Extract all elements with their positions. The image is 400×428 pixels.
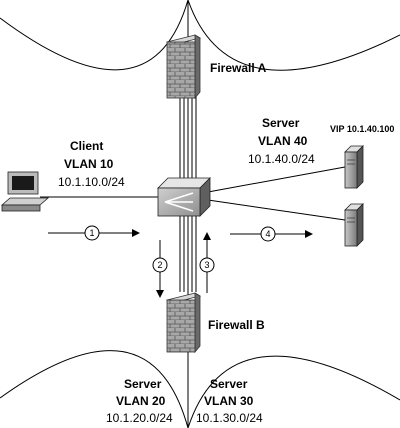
flow-step-1-arrowhead	[132, 229, 140, 237]
server-2-icon	[344, 203, 364, 247]
firewall-b-icon	[165, 292, 202, 354]
switch-arrows-icon	[164, 192, 194, 212]
step-1-label: 1	[89, 228, 94, 238]
client-vlan: VLAN 10	[64, 157, 114, 171]
boundary-curve-top-left	[0, 0, 189, 71]
client-subnet: 10.1.10.0/24	[58, 175, 125, 189]
boundary-curve-top-right	[187, 0, 400, 71]
flow-step-4-arrowhead	[305, 230, 313, 238]
boundary-curve-bottom-right	[187, 355, 400, 428]
server30-subnet: 10.1.30.0/24	[196, 411, 263, 425]
server40-subnet: 10.1.40.0/24	[248, 152, 315, 166]
firewall-b-label: Firewall B	[208, 318, 265, 332]
step-4-label: 4	[265, 229, 270, 239]
step-2-label: 2	[157, 260, 162, 270]
switch-icon	[157, 177, 211, 217]
server20-vlan: VLAN 20	[116, 394, 166, 408]
boundary-curve-bottom-left	[0, 350, 189, 428]
firewall-a-label: Firewall A	[210, 61, 267, 75]
server20-subnet: 10.1.20.0/24	[106, 411, 173, 425]
server40-vip: VIP 10.1.40.100	[330, 124, 394, 134]
step-badges: 1 2 3 4	[84, 225, 276, 273]
server20-title: Server	[124, 377, 162, 391]
flow-step-3-arrowhead	[203, 232, 211, 240]
links	[40, 96, 346, 292]
server40-vlan: VLAN 40	[258, 134, 308, 148]
client-pc-icon	[0, 171, 50, 212]
server30-title: Server	[210, 377, 248, 391]
server40-title: Server	[262, 116, 300, 130]
link-switch-server1	[207, 166, 346, 193]
firewall-a-icon	[165, 34, 202, 100]
flow-step-2-arrowhead	[156, 290, 164, 298]
client-title: Client	[70, 139, 103, 153]
server-1-icon	[344, 145, 364, 189]
link-switch-server2	[207, 199, 346, 221]
step-3-label: 3	[204, 260, 209, 270]
server30-vlan: VLAN 30	[204, 394, 254, 408]
